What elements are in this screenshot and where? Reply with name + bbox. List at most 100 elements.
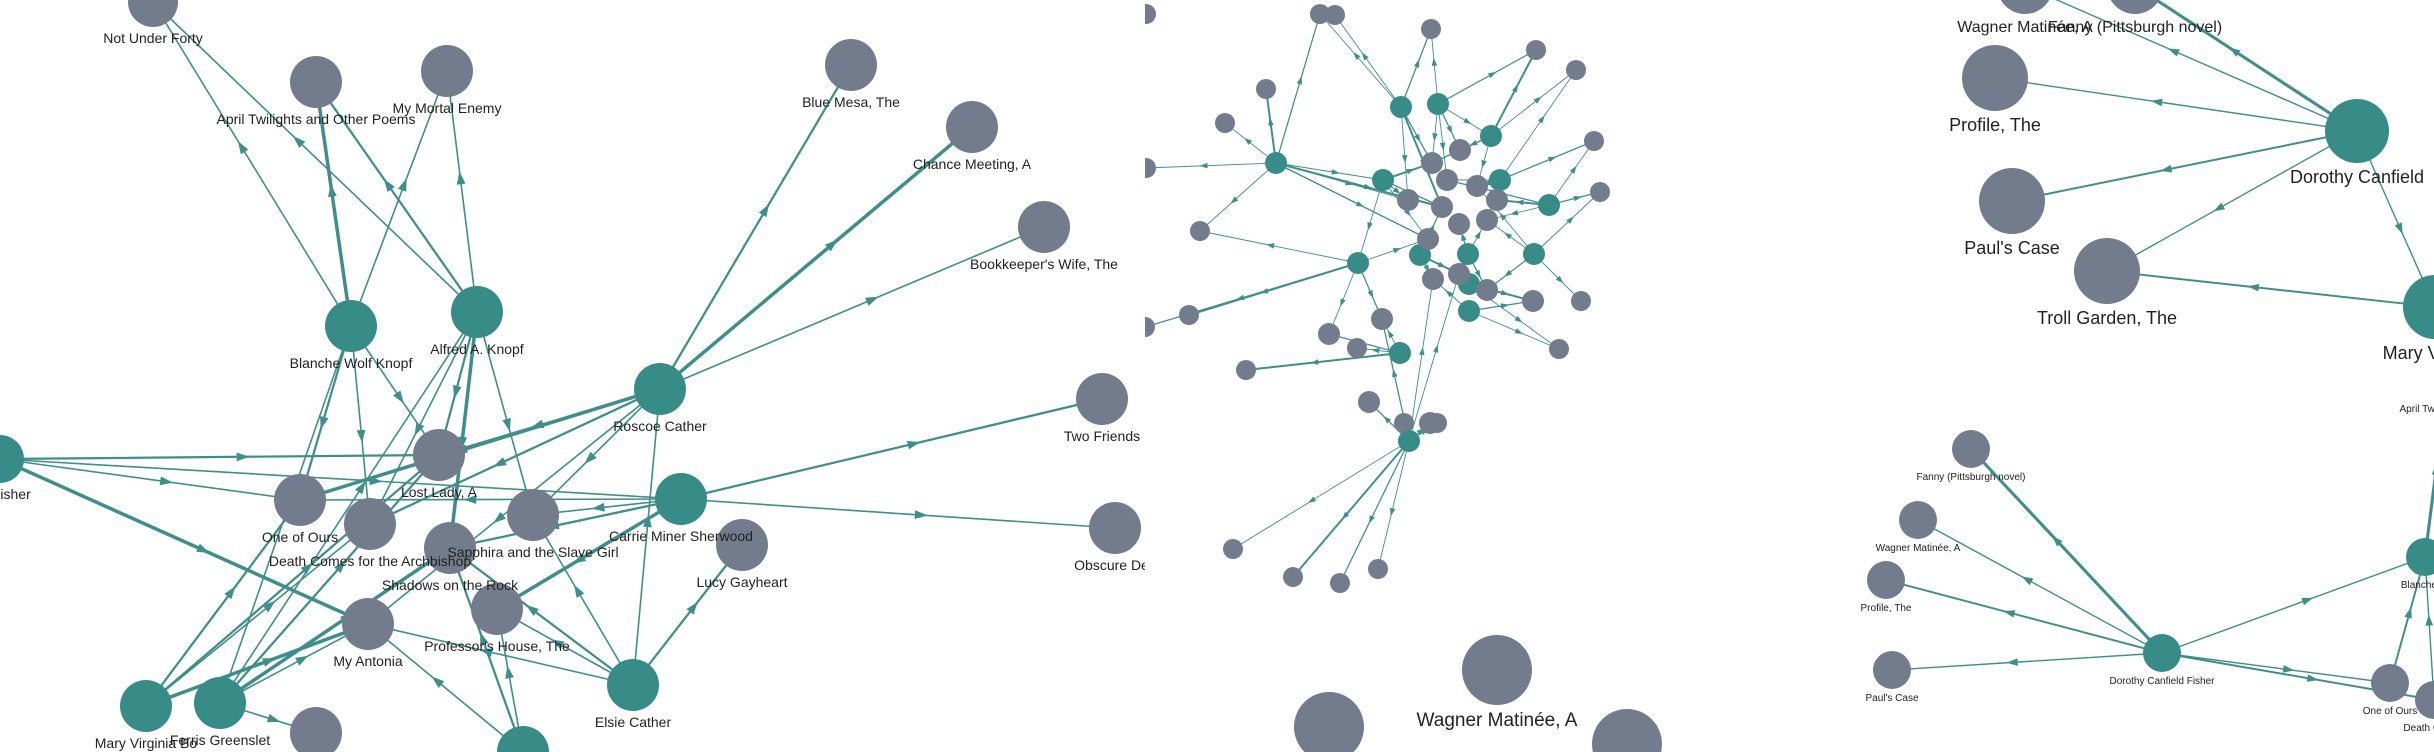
work-node-obscure-des[interactable] <box>1089 502 1141 554</box>
work-node-m21[interactable] <box>1223 539 1243 559</box>
work-node-big2[interactable] <box>1294 692 1364 752</box>
work-node-w12[interactable] <box>1476 279 1498 301</box>
work-node-m9[interactable] <box>1566 60 1586 80</box>
person-node-c10[interactable] <box>1523 243 1545 265</box>
work-node-m8[interactable] <box>1325 5 1345 25</box>
middle-network-panel[interactable]: Wagner Matinée, A <box>1145 0 1845 752</box>
person-node-eld-fisher[interactable] <box>0 435 24 483</box>
work-node-shadows-on-the-rock[interactable] <box>424 522 476 574</box>
person-node-roscoe-cather[interactable] <box>634 363 686 415</box>
work-node-m6[interactable] <box>1310 4 1330 24</box>
work-node-m15[interactable] <box>1571 291 1591 311</box>
person-node-c15[interactable] <box>1398 430 1420 452</box>
work-node-death-comes[interactable] <box>2415 681 2434 719</box>
work-node-wagner-matin-e-a[interactable] <box>1462 635 1532 705</box>
work-node-m23[interactable] <box>1330 573 1350 593</box>
work-node-profile-the[interactable] <box>1867 561 1905 599</box>
person-node-blanche-w[interactable] <box>2406 538 2434 576</box>
work-node-m1[interactable] <box>1526 40 1546 60</box>
work-node-troll-garden-the[interactable] <box>2074 238 2140 304</box>
work-node-w14[interactable] <box>1522 290 1544 312</box>
work-node-m14[interactable] <box>1590 182 1610 202</box>
work-node-wagner-matin-e-a[interactable] <box>1997 0 2053 14</box>
right-network-panel[interactable]: Fanny (Pittsburgh novel)Wagner Matinée, … <box>1845 0 2434 752</box>
work-node-w18[interactable] <box>1419 412 1441 434</box>
person-node-blanche-wolf-knopf[interactable] <box>325 300 377 352</box>
work-node-work-bottom[interactable] <box>290 707 342 752</box>
work-node-paul-s-case[interactable] <box>1979 168 2045 234</box>
person-node-ferris-greenslet[interactable] <box>194 677 246 729</box>
work-node-w1[interactable] <box>1421 152 1443 174</box>
work-node-w7[interactable] <box>1486 189 1508 211</box>
work-node-w10[interactable] <box>1417 228 1439 250</box>
work-node-blue-mesa-the[interactable] <box>825 39 877 91</box>
work-node-w17[interactable] <box>1358 391 1380 413</box>
work-node-w13[interactable] <box>1422 268 1444 290</box>
person-node-alfred-a-knopf[interactable] <box>451 286 503 338</box>
work-node-m16[interactable] <box>1549 339 1569 359</box>
work-node-not-under-forty[interactable] <box>128 0 178 27</box>
work-node-m13[interactable] <box>1584 131 1604 151</box>
work-node-m5[interactable] <box>1145 4 1156 24</box>
work-node-w15[interactable] <box>1371 308 1393 330</box>
person-node-c14[interactable] <box>1347 252 1369 274</box>
person-node-dorothy-canfield[interactable] <box>2325 99 2389 163</box>
work-node-paul-s-case[interactable] <box>1873 651 1911 689</box>
person-node-c3[interactable] <box>1265 152 1287 174</box>
work-node-big3[interactable] <box>1592 709 1662 752</box>
person-node-c7[interactable] <box>1457 243 1479 265</box>
person-node-person-bottom[interactable] <box>497 726 549 752</box>
work-node-lost-lady-a[interactable] <box>413 429 465 481</box>
work-node-one-of-ours[interactable] <box>2371 664 2409 702</box>
person-node-c1[interactable] <box>1390 96 1412 118</box>
person-node-c5[interactable] <box>1372 169 1394 191</box>
work-node-w8[interactable] <box>1448 213 1470 235</box>
work-node-m4[interactable] <box>1145 158 1156 178</box>
work-node-my-mortal-enemy[interactable] <box>421 45 473 97</box>
work-node-m12[interactable] <box>1179 305 1199 325</box>
work-node-w3[interactable] <box>1449 139 1471 161</box>
work-node-two-friends[interactable] <box>1076 373 1128 425</box>
work-node-w16[interactable] <box>1318 323 1340 345</box>
person-node-elsie-cather[interactable] <box>607 659 659 711</box>
person-node-c12[interactable] <box>1389 342 1411 364</box>
person-node-mary-virginia[interactable] <box>2403 275 2434 339</box>
person-node-dorothy-canfield-fisher[interactable] <box>2143 634 2181 672</box>
work-node-m10[interactable] <box>1190 221 1210 241</box>
work-node-professor-s-house-the[interactable] <box>471 583 523 635</box>
work-node-m3[interactable] <box>1215 113 1235 133</box>
person-node-carrie-miner-sherwood[interactable] <box>655 473 707 525</box>
right-network-graph[interactable]: Fanny (Pittsburgh novel)Wagner Matinée, … <box>1845 0 2434 752</box>
work-node-m19[interactable] <box>1394 413 1414 433</box>
work-node-w6[interactable] <box>1397 189 1419 211</box>
work-node-bookkeeper-s-wife-the[interactable] <box>1018 201 1070 253</box>
work-node-m11[interactable] <box>1145 317 1155 337</box>
work-node-m2[interactable] <box>1256 79 1276 99</box>
work-node-fanny-pittsburgh-novel[interactable] <box>1952 430 1990 468</box>
work-node-chance-meeting-a[interactable] <box>946 101 998 153</box>
work-node-death-comes-for-the-archbishop[interactable] <box>344 498 396 550</box>
work-node-one-of-ours[interactable] <box>274 474 326 526</box>
work-node-april-twilights-and-other-poems[interactable] <box>290 56 342 108</box>
work-node-m7[interactable] <box>1421 19 1441 39</box>
work-node-m24[interactable] <box>1368 559 1388 579</box>
work-node-w4[interactable] <box>1431 196 1453 218</box>
work-node-lucy-gayheart[interactable] <box>716 519 768 571</box>
person-node-c6[interactable] <box>1489 169 1511 191</box>
person-node-c13[interactable] <box>1538 194 1560 216</box>
work-node-m18[interactable] <box>1347 338 1367 358</box>
person-node-c2[interactable] <box>1427 93 1449 115</box>
work-node-m22[interactable] <box>1283 567 1303 587</box>
person-node-c4[interactable] <box>1480 125 1502 147</box>
work-node-m17[interactable] <box>1236 360 1256 380</box>
person-node-mary-virginia-bo[interactable] <box>120 680 172 732</box>
work-node-sapphira-and-the-slave-girl[interactable] <box>507 489 559 541</box>
person-node-c11[interactable] <box>1458 300 1480 322</box>
work-node-wagner-matin-e-a[interactable] <box>1899 501 1937 539</box>
work-node-w11[interactable] <box>1448 263 1470 285</box>
work-node-my-antonia[interactable] <box>342 598 394 650</box>
work-node-profile-the[interactable] <box>1962 45 2028 111</box>
work-node-w2[interactable] <box>1436 169 1458 191</box>
